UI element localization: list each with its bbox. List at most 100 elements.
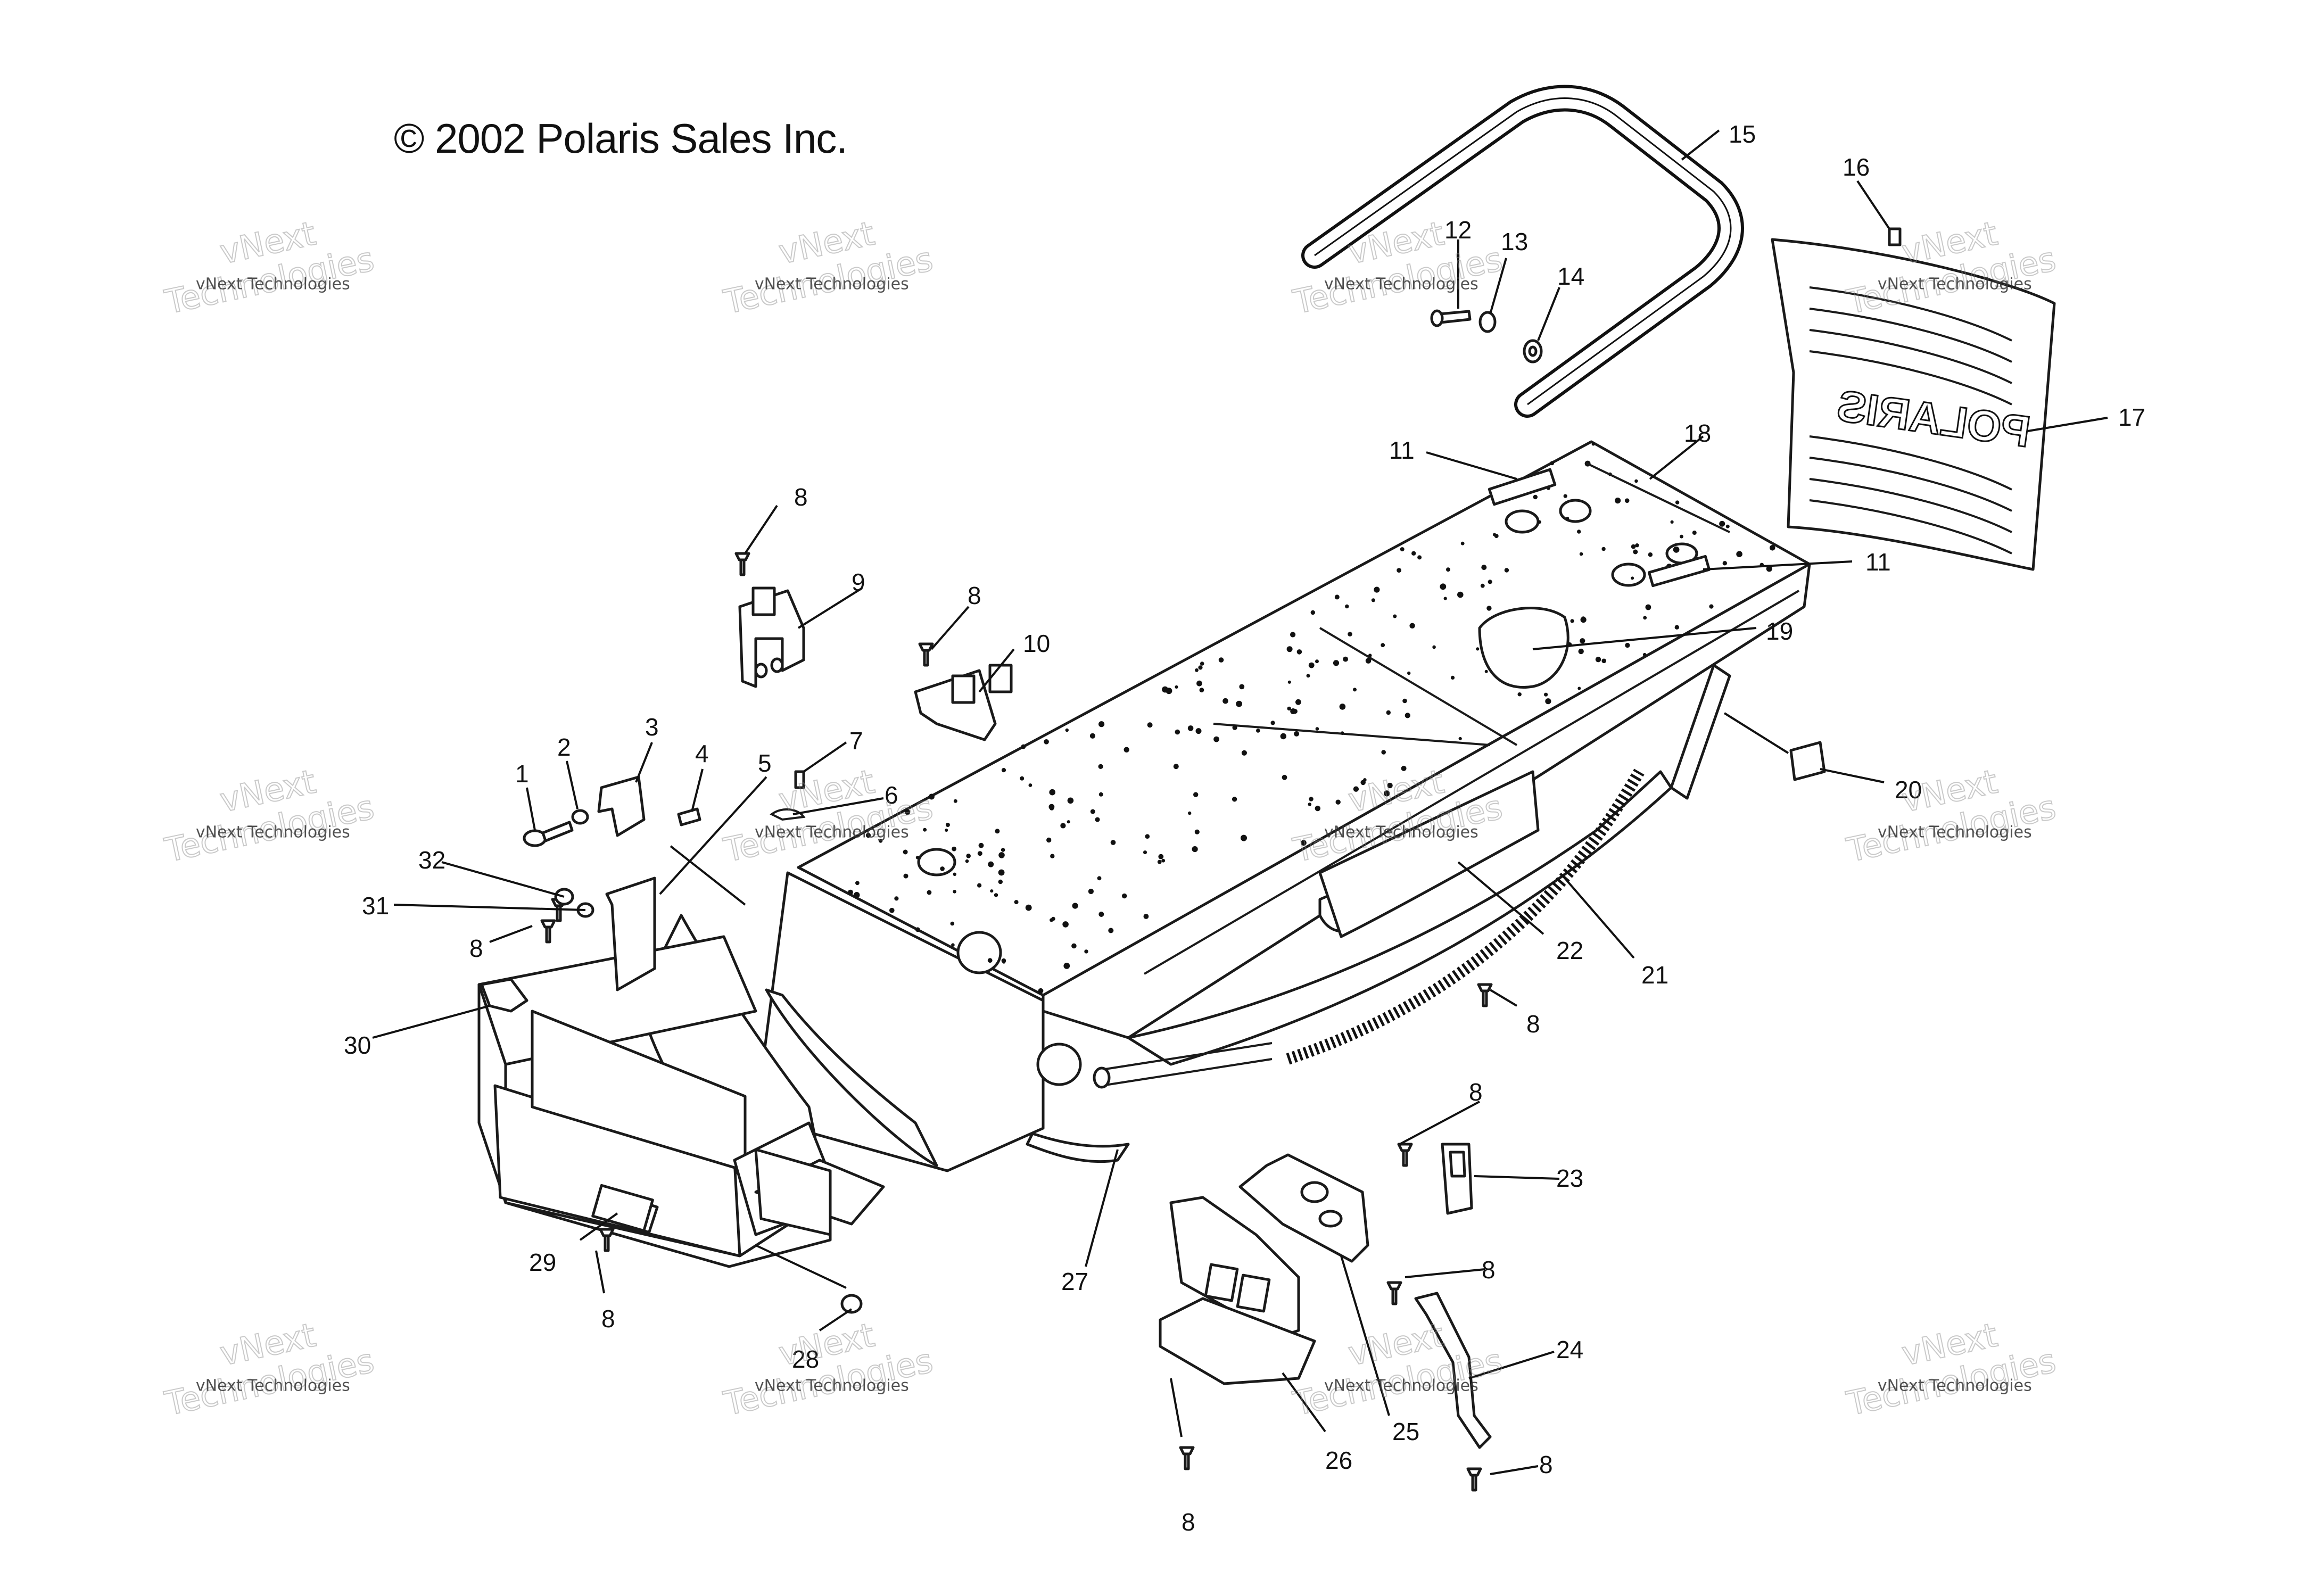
- rivet-hole: [977, 851, 982, 856]
- rivet-hole: [1333, 660, 1340, 666]
- callout-15: 15: [1729, 120, 1756, 148]
- rivet-hole: [915, 927, 920, 932]
- rivet-hole: [1296, 649, 1302, 655]
- rivet-hole: [1173, 764, 1179, 770]
- rivet-hole: [1335, 799, 1341, 805]
- rivet-hole: [1674, 625, 1679, 630]
- callout-21: 21: [1641, 961, 1668, 989]
- watermark-small: vNext Technologies: [1324, 275, 1478, 294]
- rivet-hole: [1563, 494, 1567, 498]
- rivet-hole: [987, 958, 993, 963]
- rivet-hole: [1476, 647, 1480, 651]
- rivet-hole: [1334, 594, 1340, 600]
- rivet-hole: [1494, 534, 1499, 539]
- rivet-hole: [1353, 786, 1359, 792]
- rivet-hole: [995, 829, 1000, 834]
- rivet-hole: [1308, 803, 1312, 806]
- rivet-hole: [1580, 638, 1585, 644]
- rivet-hole: [1371, 598, 1375, 602]
- hardware: [480, 227, 1902, 1492]
- rivet-hole: [1631, 544, 1636, 549]
- rivet-hole: [994, 893, 998, 897]
- rivet-hole: [1098, 764, 1103, 769]
- rivet-hole: [1309, 797, 1314, 801]
- copyright-text: © 2002 Polaris Sales Inc.: [394, 115, 848, 162]
- rivet-hole: [1095, 817, 1100, 822]
- rivet-hole: [1381, 750, 1386, 755]
- rivet-hole: [1625, 642, 1630, 648]
- rivet-hole: [1001, 768, 1006, 773]
- callout-8-c: 8: [1526, 1010, 1540, 1038]
- rivet-hole: [1417, 555, 1422, 560]
- rivet-hole: [1393, 614, 1397, 618]
- callout-10: 10: [1023, 630, 1050, 657]
- watermark-small: vNext Technologies: [755, 1377, 909, 1395]
- rivet-hole: [1601, 658, 1606, 664]
- snow-flap: POLARIS: [1771, 238, 2056, 571]
- rivet-hole: [889, 907, 895, 913]
- rivet-hole: [1306, 674, 1310, 678]
- rivet-hole: [945, 823, 950, 827]
- rivet-hole: [865, 833, 871, 838]
- rivet-hole: [927, 890, 932, 895]
- rivet-hole: [1722, 561, 1727, 566]
- rivet-hole: [1175, 685, 1178, 689]
- rivet-hole: [1766, 566, 1772, 572]
- rivet-hole: [1488, 580, 1492, 584]
- rivet-hole: [1301, 840, 1307, 846]
- rivet-hole: [1270, 721, 1275, 725]
- rivet-hole: [1050, 854, 1055, 858]
- rivet-hole: [879, 839, 883, 843]
- rivet-hole: [903, 849, 908, 855]
- rivet-hole: [1280, 733, 1286, 740]
- rivet-hole: [1046, 837, 1052, 843]
- rivet-hole: [1402, 698, 1407, 704]
- rivet-hole: [1484, 669, 1488, 673]
- rivet-hole: [1719, 520, 1725, 527]
- rivet-hole: [1290, 632, 1296, 638]
- rivet-hole: [1193, 792, 1199, 797]
- watermark-small: vNext Technologies: [1878, 275, 2032, 294]
- rivet-hole: [853, 892, 860, 898]
- rivet-hole: [1294, 731, 1300, 737]
- rivet-hole: [988, 861, 994, 867]
- rivet-hole: [1634, 479, 1638, 483]
- rivet-hole: [1409, 623, 1415, 629]
- rivet-hole: [1578, 648, 1584, 655]
- rivet-hole: [855, 881, 860, 886]
- callout-7: 7: [849, 727, 863, 755]
- callout-8-e: 8: [1482, 1256, 1496, 1284]
- rivet-hole: [1458, 737, 1462, 741]
- rivet-hole: [945, 829, 948, 832]
- rivet-hole: [1065, 728, 1069, 732]
- rivet-hole: [1188, 811, 1192, 815]
- rivet-hole: [1381, 643, 1385, 648]
- rivet-hole: [1097, 876, 1102, 881]
- rivet-hole: [978, 842, 984, 848]
- rivet-hole: [1089, 733, 1095, 739]
- rivet-hole: [1457, 591, 1464, 598]
- rivet-hole: [1158, 854, 1164, 859]
- watermark-small: vNext Technologies: [1324, 1377, 1478, 1395]
- callout-4: 4: [695, 740, 709, 767]
- callout-3: 3: [645, 713, 659, 741]
- rivet-hole: [1343, 656, 1349, 662]
- rivet-hole: [1368, 654, 1372, 657]
- leader-lines: [372, 129, 2108, 1475]
- rivet-hole: [1194, 829, 1200, 834]
- rivet-hole: [1002, 960, 1006, 964]
- rivet-hole: [1544, 692, 1548, 697]
- rivet-hole: [1049, 789, 1055, 796]
- rivet-hole: [1545, 698, 1551, 705]
- rivet: [1397, 1143, 1413, 1167]
- rivet-hole: [1063, 963, 1070, 969]
- rivet-hole: [1062, 921, 1069, 928]
- callout-25: 25: [1392, 1418, 1419, 1445]
- rivet-hole: [1577, 687, 1581, 690]
- rivet-hole: [940, 866, 945, 871]
- rivet-hole: [1446, 567, 1450, 572]
- rivet-hole: [1365, 658, 1372, 664]
- callout-1: 1: [515, 760, 529, 788]
